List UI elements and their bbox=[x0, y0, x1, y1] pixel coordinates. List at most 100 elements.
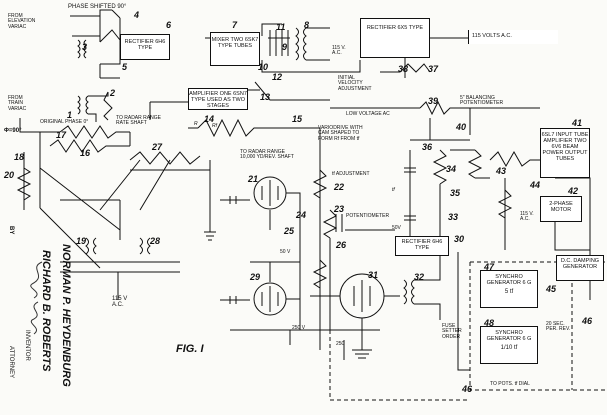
ref-40: 40 bbox=[456, 122, 467, 132]
ref-43: 43 bbox=[496, 166, 507, 176]
sec-rev-label: 20 SEC. PER. REV. bbox=[546, 321, 571, 333]
ref-28: 28 bbox=[150, 236, 161, 246]
inventor-name-1: NORMAN P. HEYDENBURG bbox=[60, 244, 72, 387]
ref-16: 16 bbox=[80, 148, 91, 158]
ref-4: 4 bbox=[134, 10, 140, 20]
ref-15: 15 bbox=[292, 114, 303, 124]
synchro-47-label: SYNCHRO GENERATOR 6 G bbox=[486, 274, 532, 287]
rectifier-6h6-box: RECTIFIER 6H6 TYPE bbox=[120, 34, 170, 60]
ref-29: 29 bbox=[250, 272, 261, 282]
ref-10: 10 bbox=[258, 62, 269, 72]
ref-31: 31 bbox=[368, 270, 379, 280]
amplifier-label: AMPLIFIER ONE 6SN7 TYPE USED AS TWO STAG… bbox=[189, 91, 247, 110]
potentiometer-label: POTENTIOMETER bbox=[346, 213, 390, 219]
phase-shifted-label: PHASE SHIFTED 90° bbox=[68, 4, 127, 10]
fuse-setter-label: FUSE SETTER ORDER bbox=[442, 323, 462, 340]
variodrive-label: VARIODRIVE WITH CAM SHAPED TO FORM Rf FR… bbox=[318, 125, 363, 142]
to-radar-10000-label: TO RADAR RANGE 10,000 YD/REV. SHAFT bbox=[240, 149, 294, 161]
ref-21: 21 bbox=[248, 174, 259, 184]
ref-27: 27 bbox=[152, 142, 163, 152]
to-radar-rate-label: TO RADAR RANGE RATE SHAFT bbox=[116, 115, 161, 127]
ref-24: 24 bbox=[296, 210, 307, 220]
ref-3: 3 bbox=[82, 42, 88, 52]
r-label: R bbox=[194, 121, 198, 127]
v250-b-label: 250 bbox=[336, 341, 345, 347]
initial-velocity-label: INITIAL VELOCITY ADJUSTMENT bbox=[338, 75, 372, 92]
ref-17: 17 bbox=[56, 130, 67, 140]
low-voltage-label: LOW VOLTAGE AC bbox=[346, 111, 390, 117]
motor-label: 2-PHASE MOTOR bbox=[549, 201, 573, 214]
synchro-47-box: SYNCHRO GENERATOR 6 G 5 tf bbox=[480, 270, 538, 308]
ref-30: 30 bbox=[454, 234, 465, 244]
ref-44: 44 bbox=[530, 180, 541, 190]
rectifier-6h6-label: RECTIFIER 6H6 TYPE bbox=[124, 39, 166, 52]
amp-6sl7-box: 6SL7 INPUT TUBE AMPLIFIER TWO 6V6 BEAM P… bbox=[540, 128, 590, 178]
ref-13: 13 bbox=[260, 92, 271, 102]
v50-b-label: 50 V bbox=[280, 249, 291, 255]
synchro-47-sub: 5 tf bbox=[504, 289, 514, 296]
damping-label: D.C. DAMPING GENERATOR bbox=[560, 258, 600, 271]
v115-left-label: 115 V A.C. bbox=[112, 296, 128, 309]
ref-6: 6 bbox=[166, 20, 172, 30]
motor-box: 2-PHASE MOTOR bbox=[540, 196, 582, 222]
attorney-signature bbox=[30, 261, 43, 335]
attorney-label: ATTORNEY bbox=[8, 346, 14, 379]
ref-25: 25 bbox=[284, 226, 295, 236]
ref-14: 14 bbox=[204, 114, 215, 124]
ref-38: 38 bbox=[398, 64, 409, 74]
tf-adjustment-label: tf ADJUSTMENT bbox=[332, 171, 370, 177]
rectifier-6h6-b-box: RECTIFIER 6H6 TYPE bbox=[395, 236, 449, 256]
rf-label: Rf bbox=[212, 123, 217, 129]
rectifier-6h6-b-label: RECTIFIER 6H6 TYPE bbox=[401, 239, 443, 252]
ref-45: 45 bbox=[546, 284, 557, 294]
original-phase-label: ORIGINAL PHASE 0° bbox=[40, 119, 89, 125]
ref-32: 32 bbox=[414, 272, 425, 282]
damping-generator-box: D.C. DAMPING GENERATOR bbox=[556, 255, 604, 281]
by-label: BY bbox=[8, 226, 14, 235]
ref-33: 33 bbox=[448, 212, 459, 222]
ref-47: 47 bbox=[484, 262, 495, 272]
ref-22: 22 bbox=[334, 182, 345, 192]
synchro-48-box: SYNCHRO GENERATOR 6 G 1/10 tf bbox=[480, 326, 538, 364]
v115-top-label: 115 V. A.C. bbox=[332, 45, 346, 57]
amplifier-box: AMPLIFIER ONE 6SN7 TYPE USED AS TWO STAG… bbox=[188, 88, 248, 110]
ref-34: 34 bbox=[446, 164, 457, 174]
ref-37: 37 bbox=[428, 64, 439, 74]
ref-7: 7 bbox=[232, 20, 238, 30]
ref-46-b: 46 bbox=[462, 384, 473, 394]
phi-90-label: Φ=90° bbox=[4, 128, 22, 134]
ref-39: 39 bbox=[428, 96, 439, 106]
mixer-box: MIXER TWO 6SK7 TYPE TUBES bbox=[210, 32, 260, 66]
ref-23: 23 bbox=[334, 204, 345, 214]
ref-5: 5 bbox=[122, 62, 128, 72]
ref-2: 2 bbox=[110, 88, 116, 98]
ref-46-a: 46 bbox=[582, 316, 593, 326]
ref-20: 20 bbox=[4, 170, 15, 180]
ref-35: 35 bbox=[450, 188, 461, 198]
synchro-48-label: SYNCHRO GENERATOR 6 G bbox=[486, 330, 532, 343]
ref-9: 9 bbox=[282, 42, 288, 52]
amp-6sl7-label: 6SL7 INPUT TUBE AMPLIFIER TWO 6V6 BEAM P… bbox=[541, 132, 589, 163]
rectifier-6x5-label: RECTIFIER 6X5 TYPE bbox=[366, 25, 424, 31]
ref-12: 12 bbox=[272, 72, 283, 82]
balancing-pot-label: 5" BALANCING POTENTIOMETER bbox=[460, 95, 504, 107]
v115-volts-box: 115 VOLTS A.C. bbox=[468, 30, 558, 44]
ref-8: 8 bbox=[304, 20, 310, 30]
ref-18: 18 bbox=[14, 152, 25, 162]
ref-36: 36 bbox=[422, 142, 433, 152]
ref-1: 1 bbox=[67, 110, 73, 120]
rectifier-6x5-box: RECTIFIER 6X5 TYPE bbox=[360, 18, 430, 58]
v250-a-label: 250 V bbox=[292, 325, 306, 331]
synchro-48-sub: 1/10 tf bbox=[500, 345, 518, 352]
ref-19: 19 bbox=[76, 236, 87, 246]
v50-a-label: 50V bbox=[392, 225, 401, 231]
mixer-label: MIXER TWO 6SK7 TYPE TUBES bbox=[211, 37, 259, 50]
ref-42: 42 bbox=[568, 186, 579, 196]
ref-11: 11 bbox=[276, 22, 286, 32]
tf-small-label: tf bbox=[392, 187, 395, 193]
from-elevation-label: FROM ELEVATION VARIAC bbox=[8, 13, 36, 30]
v115-right-label: 115 V. A.C. bbox=[520, 211, 534, 223]
ref-26: 26 bbox=[336, 240, 347, 250]
figure-label: FIG. I bbox=[176, 343, 204, 355]
